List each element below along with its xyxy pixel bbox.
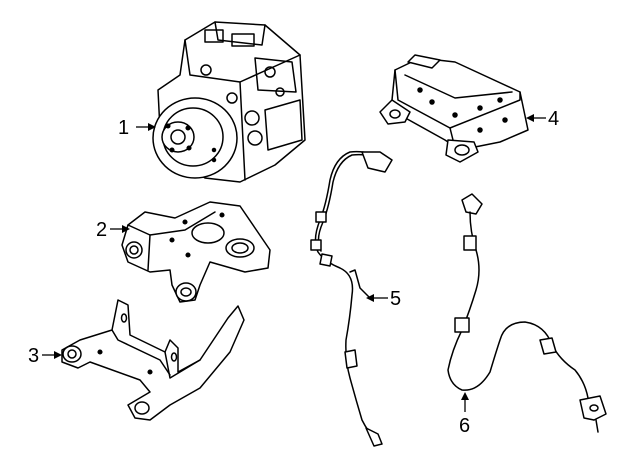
part-2-mounting-bracket[interactable] (121, 201, 271, 303)
part-4-control-module[interactable] (379, 54, 529, 163)
callout-3: 3 (28, 345, 62, 367)
part-6-wheel-speed-sensor[interactable] (447, 193, 607, 433)
callout-5: 5 (366, 288, 401, 310)
callout-6-label: 6 (459, 415, 470, 437)
callout-4: 4 (526, 108, 559, 130)
callout-4-label: 4 (548, 108, 559, 130)
callout-1: 1 (118, 117, 156, 139)
callout-1-label: 1 (118, 117, 129, 139)
callout-2: 2 (96, 219, 130, 241)
callout-3-label: 3 (28, 345, 39, 367)
callout-2-label: 2 (96, 219, 107, 241)
part-1-abs-modulator[interactable] (152, 21, 306, 183)
part-3-lower-bracket[interactable] (61, 299, 245, 421)
callout-5-label: 5 (390, 288, 401, 310)
part-5-sensor-harness[interactable] (310, 150, 393, 447)
callout-6: 6 (459, 392, 470, 437)
